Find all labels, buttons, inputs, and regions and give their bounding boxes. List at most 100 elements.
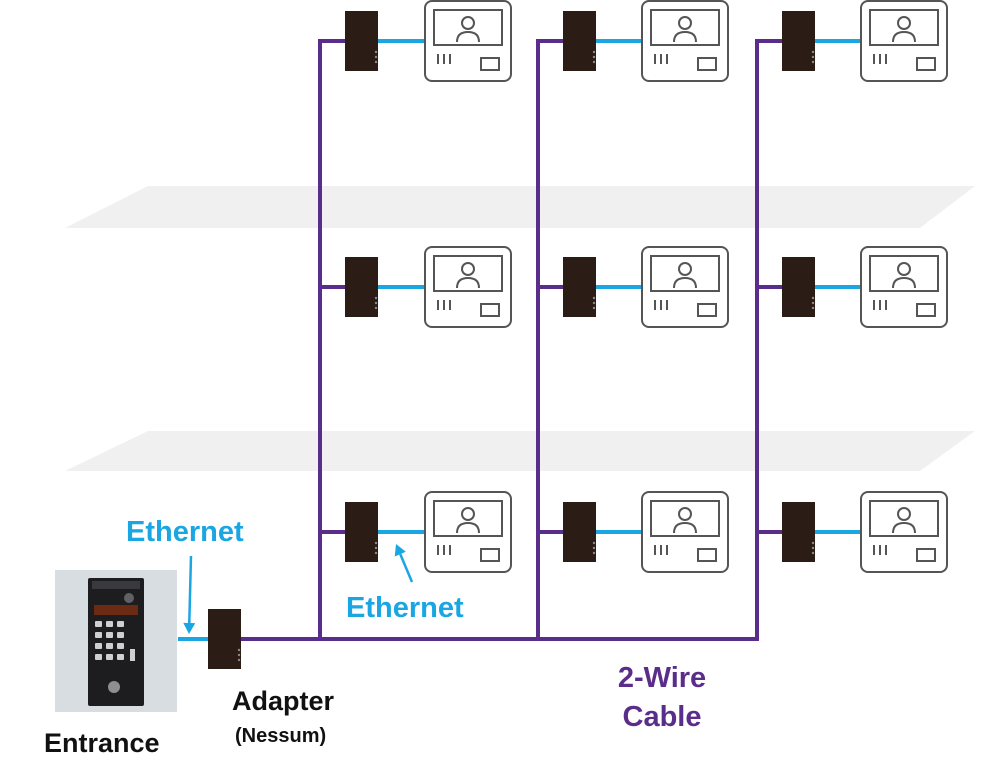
panel-side-key	[130, 649, 135, 661]
adapter-icon	[563, 502, 596, 562]
monitor-button	[697, 548, 717, 562]
monitor-screen	[650, 500, 720, 537]
monitor-screen	[869, 255, 939, 292]
adapter-body	[782, 502, 815, 562]
monitor-button	[480, 57, 500, 71]
monitor-icon	[424, 0, 512, 82]
monitor-icon	[641, 0, 729, 82]
adapter-icon	[782, 11, 815, 71]
adapter-led	[374, 551, 378, 555]
adapter-icon	[345, 502, 378, 562]
adapter-led	[811, 296, 815, 300]
floor-slab-upper	[65, 186, 975, 228]
adapter-led	[374, 546, 378, 550]
panel-key	[106, 621, 113, 627]
adapter-led	[592, 541, 596, 545]
adapter-led	[592, 551, 596, 555]
arrow-head	[183, 622, 196, 634]
adapter-led	[374, 541, 378, 545]
adapter-led	[237, 648, 241, 652]
monitor-person-head	[678, 507, 692, 521]
monitor-icon	[860, 0, 948, 82]
panel-key	[106, 654, 113, 660]
monitor-screen	[869, 9, 939, 46]
adapter-led	[374, 296, 378, 300]
monitor-person-head	[897, 16, 911, 30]
arrow-shaft	[399, 553, 414, 583]
adapter-led	[592, 55, 596, 59]
adapter-led	[237, 658, 241, 662]
panel-key	[106, 643, 113, 649]
adapter-body	[345, 11, 378, 71]
monitor-screen	[650, 9, 720, 46]
adapter-led	[374, 301, 378, 305]
arrow-shaft	[188, 555, 193, 624]
monitor-button	[916, 548, 936, 562]
panel-key	[95, 632, 102, 638]
monitor-person-head	[461, 507, 475, 521]
panel-key	[95, 654, 102, 660]
adapter-led	[811, 301, 815, 305]
adapter-body	[208, 609, 241, 669]
monitor-icon	[424, 246, 512, 328]
monitor-button	[480, 303, 500, 317]
adapter-icon	[563, 257, 596, 317]
adapter-led	[592, 301, 596, 305]
monitor-person-body	[892, 30, 916, 43]
adapter-led	[811, 546, 815, 550]
adapter-label: Adapter	[232, 686, 335, 716]
monitor-frame	[641, 0, 729, 82]
monitor-icon	[641, 246, 729, 328]
adapter-icon	[782, 502, 815, 562]
panel-key	[117, 654, 124, 660]
two-wire-label: 2-Wire Cable	[582, 659, 742, 737]
entrance-panel-icon	[55, 570, 177, 712]
monitor-icon	[860, 491, 948, 573]
panel-top-strip	[92, 581, 140, 589]
adapter-led	[374, 55, 378, 59]
adapter-body	[345, 257, 378, 317]
monitor-person-body	[892, 521, 916, 534]
monitor-button	[916, 303, 936, 317]
monitor-frame	[641, 491, 729, 573]
ethernet-label-monitor: Ethernet	[346, 592, 464, 624]
monitor-frame	[424, 246, 512, 328]
adapter-body	[563, 502, 596, 562]
two-wire-label-line2: Cable	[622, 701, 702, 733]
panel-camera	[124, 593, 134, 603]
monitor-frame	[860, 0, 948, 82]
monitor-person-body	[673, 30, 697, 43]
adapter-led	[811, 55, 815, 59]
monitor-person-head	[678, 16, 692, 30]
adapter-icon	[345, 257, 378, 317]
floor-slab-lower	[65, 431, 975, 471]
adapter-led	[592, 50, 596, 54]
monitor-person-head	[678, 262, 692, 276]
monitor-screen	[433, 255, 503, 292]
monitor-person-head	[461, 16, 475, 30]
adapter-body	[782, 11, 815, 71]
adapter-led	[374, 60, 378, 64]
monitor-person-body	[673, 276, 697, 289]
monitor-button	[697, 303, 717, 317]
adapter-led	[811, 541, 815, 545]
monitor-frame	[424, 0, 512, 82]
adapter-led	[811, 551, 815, 555]
panel-key	[117, 632, 124, 638]
panel-key	[106, 632, 113, 638]
monitor-button	[480, 548, 500, 562]
adapter-led	[592, 546, 596, 550]
monitor-person-head	[897, 262, 911, 276]
monitor-frame	[424, 491, 512, 573]
monitor-frame	[860, 491, 948, 573]
panel-key	[95, 643, 102, 649]
monitor-person-head	[897, 507, 911, 521]
adapter-icon	[782, 257, 815, 317]
monitor-screen	[869, 500, 939, 537]
adapter-sublabel: (Nessum)	[235, 725, 327, 747]
monitor-screen	[650, 255, 720, 292]
adapter-led	[592, 60, 596, 64]
monitor-icon	[641, 491, 729, 573]
